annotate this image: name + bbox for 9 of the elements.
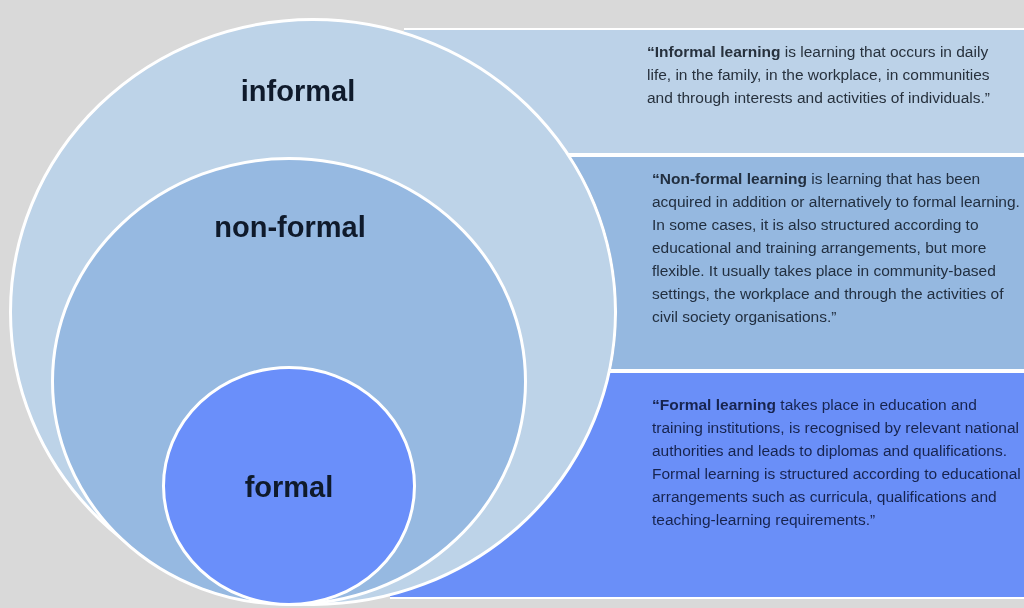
inner-circle bbox=[162, 366, 416, 606]
definition-band bbox=[568, 155, 1024, 371]
middle-circle bbox=[51, 157, 527, 606]
definition-text: “Formal learning takes place in education and training institutions, is recognised by relevant national authorities and leads to diplomas and qualifications. Formal learning is structured according to educational arrangements such as curricula, qualifications and teaching-learning requirements.” bbox=[652, 395, 1022, 530]
circle-label: non-formal bbox=[214, 211, 366, 245]
definition-text: “Non-formal learning is learning that has been acquired in addition or alternatively to formal learning. In some cases, it is also structured according to educational and training arrangements, but more flexible. It usually takes place in community-based settings, the workplace and through the activities of civil society organisations.” bbox=[652, 169, 1020, 327]
definition-text: “Informal learning is learning that occurs in daily life, in the family, in the workplace, in communities and through interests and activities of individuals.” bbox=[647, 42, 991, 108]
circle-label: informal bbox=[240, 75, 356, 109]
circle-label: formal bbox=[244, 471, 334, 505]
